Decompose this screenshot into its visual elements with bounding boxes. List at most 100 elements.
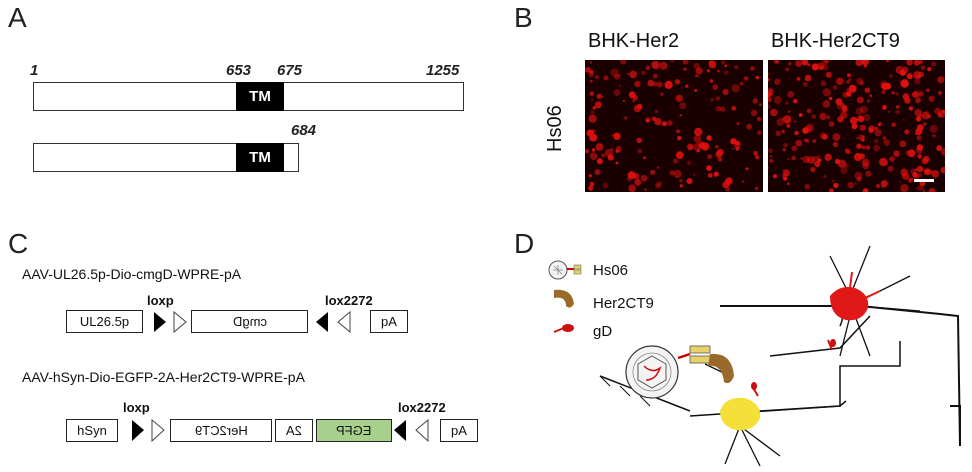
- fluorescent-cell: [826, 115, 831, 120]
- fluorescent-cell: [735, 146, 740, 151]
- fluorescent-cell: [637, 148, 642, 154]
- legend-her2ct9-label: Her2CT9: [593, 295, 654, 312]
- fluorescent-cell: [722, 181, 730, 189]
- fluorescent-cell: [801, 60, 809, 66]
- fluorescent-cell: [782, 169, 791, 177]
- fluorescent-cell: [802, 127, 809, 134]
- panel-c-label: C: [8, 228, 29, 259]
- fluorescent-cell: [755, 186, 759, 191]
- fluorescent-cell: [780, 116, 785, 121]
- fluorescent-cell: [585, 149, 590, 154]
- fluorescent-cell: [759, 103, 762, 107]
- fluorescent-cell: [746, 123, 753, 130]
- fluorescent-cell: [906, 60, 913, 66]
- fluorescent-cell: [643, 156, 646, 160]
- fluorescent-cell: [847, 181, 854, 189]
- 2a-box: 2A: [275, 419, 313, 442]
- fluorescent-cell: [874, 129, 882, 137]
- fluorescent-cell: [774, 78, 781, 85]
- fluorescent-cell: [806, 108, 812, 114]
- fluorescent-cell: [822, 100, 830, 108]
- fluorescent-cell: [844, 163, 849, 169]
- fluorescent-cell: [844, 148, 850, 154]
- her2ct9-label: Her2CT9: [194, 423, 248, 438]
- fluorescence-image-1: [585, 60, 762, 192]
- fluorescent-cell: [916, 165, 924, 173]
- fluorescent-cell: [679, 184, 683, 188]
- fluorescent-cell: [675, 151, 684, 160]
- fluorescent-cell: [804, 74, 812, 82]
- fluorescent-cell: [804, 184, 810, 190]
- fluorescent-cell: [715, 96, 721, 101]
- fluorescent-cell: [792, 98, 798, 104]
- fluorescent-cell: [927, 67, 932, 72]
- construct2-loxp-sites: [132, 418, 165, 443]
- fluorescent-cell: [865, 170, 872, 177]
- fluorescent-cell: [895, 109, 900, 115]
- gd-marker-2: [751, 382, 759, 397]
- fluorescent-cell: [682, 60, 689, 65]
- fluorescent-cell: [619, 60, 627, 65]
- fluorescent-cell: [837, 116, 844, 123]
- legend-gd-label: gD: [593, 323, 613, 340]
- fluorescent-cell: [850, 116, 858, 125]
- fluorescent-cell: [812, 139, 817, 143]
- egfp-label: EGFP: [336, 423, 372, 438]
- fluorescent-cell: [895, 92, 899, 96]
- fluorescent-cell: [833, 182, 839, 188]
- fluorescent-cell: [601, 95, 604, 98]
- fluorescent-cell: [679, 114, 682, 117]
- fluorescent-cell: [679, 102, 687, 110]
- position-653-label: 653: [226, 62, 252, 79]
- panel-a-label: A: [8, 2, 27, 33]
- fluorescent-cell: [846, 91, 852, 97]
- fluorescent-cell: [842, 104, 847, 110]
- fluorescent-cell: [768, 104, 771, 109]
- fluorescent-cell: [895, 66, 904, 74]
- fluorescent-cell: [908, 106, 914, 111]
- fluorescent-cell: [896, 105, 900, 109]
- fluorescent-cell: [904, 150, 911, 156]
- fluorescent-cell: [791, 145, 798, 152]
- fluorescent-cell: [786, 182, 790, 186]
- fluorescent-cell: [804, 125, 813, 133]
- fluorescent-cell: [783, 142, 788, 148]
- fluorescent-cell: [687, 160, 692, 166]
- fluorescent-cell: [686, 178, 693, 185]
- fluorescent-cell: [903, 119, 905, 121]
- position-1255-label: 1255: [426, 62, 460, 79]
- fluorescent-cell: [626, 72, 630, 76]
- construct1-title: AAV-UL26.5p-Dio-cmgD-WPRE-pA: [22, 266, 242, 282]
- micrograph-bhk-her2ct9: [768, 60, 945, 192]
- fluorescent-cell: [768, 96, 772, 103]
- fluorescent-cell: [921, 111, 930, 120]
- construct2-title: AAV-hSyn-Dio-EGFP-2A-Her2CT9-WPRE-pA: [22, 369, 305, 385]
- virus-particle-icon: [625, 345, 711, 399]
- fluorescent-cell: [624, 116, 627, 119]
- fluorescent-cell: [659, 61, 668, 70]
- fluorescent-cell: [884, 161, 888, 166]
- fluorescent-cell: [676, 129, 680, 134]
- fluorescent-cell: [622, 99, 625, 102]
- fluorescent-cell: [793, 120, 797, 123]
- fluorescent-cell: [706, 135, 712, 141]
- panel-d-label: D: [514, 228, 535, 259]
- fluorescent-cell: [899, 140, 907, 148]
- fluorescent-cell: [744, 76, 749, 81]
- fluorescent-cell: [667, 120, 673, 126]
- fluorescent-cell: [669, 170, 675, 176]
- construct1-pa-box: pA: [370, 310, 408, 333]
- fluorescent-cell: [873, 144, 881, 152]
- fluorescent-cell: [695, 74, 699, 78]
- gd-legend-icon: [553, 324, 574, 333]
- fluorescent-cell: [835, 98, 843, 106]
- fluorescent-cell: [615, 161, 619, 165]
- fluorescent-cell: [652, 81, 658, 87]
- fluorescent-cell: [589, 91, 594, 96]
- fluorescent-cell: [731, 84, 740, 93]
- fluorescent-cell: [795, 139, 803, 147]
- fluorescent-cell: [610, 68, 619, 77]
- position-675-label: 675: [277, 62, 303, 79]
- row-label-hs06: Hs06: [544, 105, 566, 152]
- fluorescent-cell: [628, 184, 637, 192]
